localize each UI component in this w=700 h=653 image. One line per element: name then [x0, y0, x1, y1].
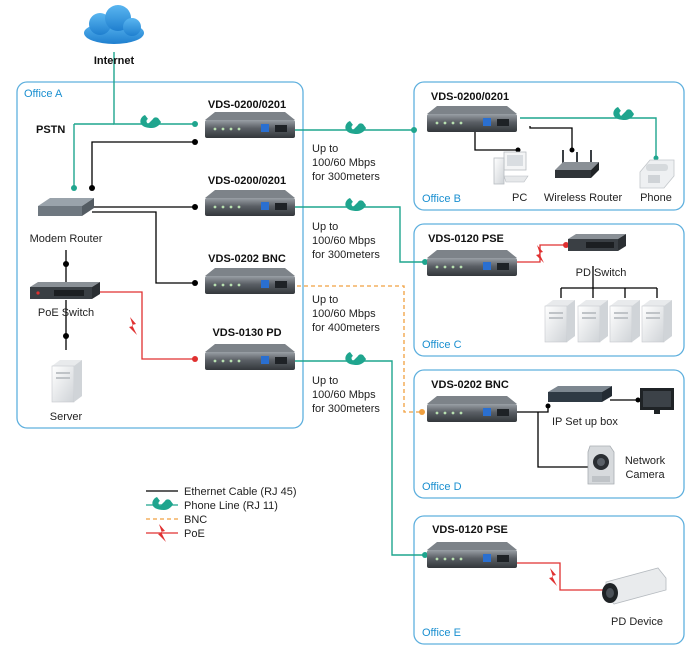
- svg-text:PoE: PoE: [184, 528, 205, 540]
- vds-0200-device-icon: [427, 106, 517, 132]
- legend: Ethernet Cable (RJ 45) Phone Line (RJ 11…: [146, 486, 297, 542]
- svg-text:100/60 Mbps: 100/60 Mbps: [312, 389, 376, 401]
- network-camera-label-2: Camera: [625, 469, 665, 481]
- pc-icon: [493, 151, 529, 185]
- vds-a4-label: VDS-0130 PD: [212, 327, 281, 339]
- vds-e-label: VDS-0120 PSE: [432, 524, 508, 536]
- legend-item-poe: PoE: [146, 524, 205, 542]
- svg-text:100/60 Mbps: 100/60 Mbps: [312, 308, 376, 320]
- legend-item-phone: Phone Line (RJ 11): [146, 497, 278, 512]
- network-camera-icon: [587, 445, 615, 485]
- svg-text:for 300meters: for 300meters: [312, 249, 380, 261]
- server-icon: [51, 359, 83, 403]
- wireless-router-label: Wireless Router: [544, 192, 623, 204]
- pd-switch-label: PD Switch: [576, 267, 627, 279]
- link-label-3: Up to 100/60 Mbps for 400meters: [312, 294, 380, 334]
- phone-handset-icon: [345, 121, 366, 134]
- vds-b-label: VDS-0200/0201: [431, 91, 509, 103]
- office-d-box: [413, 369, 685, 499]
- office-e-label: Office E: [422, 627, 461, 639]
- ip-settop-box-icon: [548, 386, 612, 402]
- tv-monitor-icon: [640, 388, 674, 414]
- pd-device-icon: [641, 299, 673, 343]
- pd-camera-device-icon: [602, 567, 667, 605]
- internet-cloud-icon: [84, 5, 144, 44]
- vds-d-label: VDS-0202 BNC: [431, 379, 509, 391]
- svg-text:Up to: Up to: [312, 143, 338, 155]
- poe-bolt-icon: [129, 317, 137, 335]
- pstn-label: PSTN: [36, 124, 65, 136]
- poe-switch-label: PoE Switch: [38, 307, 94, 319]
- office-d-label: Office D: [422, 481, 462, 493]
- vds-0130-pd-device-icon: [205, 344, 295, 370]
- vds-0120-pse-device-icon: [427, 250, 517, 276]
- modem-router-label: Modem Router: [30, 233, 103, 245]
- vds-0202-bnc-device-icon: [205, 268, 295, 294]
- svg-text:Ethernet Cable (RJ 45): Ethernet Cable (RJ 45): [184, 486, 297, 498]
- vds-a3-label: VDS-0202 BNC: [208, 253, 286, 265]
- vds-0120-pse-device-icon: [427, 542, 517, 568]
- ethernet-lines: [65, 126, 658, 468]
- vds-0200-device-icon: [205, 112, 295, 138]
- svg-text:Up to: Up to: [312, 221, 338, 233]
- vds-0202-bnc-device-icon: [427, 396, 517, 422]
- office-c-box: [413, 223, 685, 357]
- modem-router-icon: [38, 198, 94, 216]
- svg-text:for 400meters: for 400meters: [312, 322, 380, 334]
- office-c-label: Office C: [422, 339, 462, 351]
- pc-label: PC: [512, 192, 527, 204]
- ip-settop-label: IP Set up box: [552, 416, 618, 428]
- link-label-2: Up to 100/60 Mbps for 300meters: [312, 221, 380, 261]
- office-a-box: [16, 81, 304, 429]
- legend-item-ethernet: Ethernet Cable (RJ 45): [146, 486, 297, 498]
- phone-device-icon: [639, 159, 675, 189]
- vds-0200-device-icon: [205, 190, 295, 216]
- svg-text:for 300meters: for 300meters: [312, 171, 380, 183]
- connection-dots: [63, 121, 659, 558]
- poe-bolt-icon: [549, 568, 557, 586]
- pd-switch-icon: [568, 234, 626, 251]
- office-e-box: [413, 515, 685, 645]
- poe-switch-icon: [30, 282, 100, 299]
- wireless-router-icon: [555, 150, 599, 178]
- pd-device-icon: [577, 299, 609, 343]
- office-b-box: [413, 81, 685, 211]
- pd-device-icon: [544, 299, 576, 343]
- office-a-label: Office A: [24, 88, 63, 100]
- svg-text:100/60 Mbps: 100/60 Mbps: [312, 235, 376, 247]
- link-label-4: Up to 100/60 Mbps for 300meters: [312, 375, 380, 415]
- legend-item-bnc: BNC: [146, 514, 207, 526]
- svg-text:100/60 Mbps: 100/60 Mbps: [312, 157, 376, 169]
- svg-text:for 300meters: for 300meters: [312, 403, 380, 415]
- svg-text:BNC: BNC: [184, 514, 207, 526]
- phone-handset-icon: [345, 352, 366, 365]
- pd-device-icon: [609, 299, 641, 343]
- server-label: Server: [50, 411, 83, 423]
- svg-text:Phone Line (RJ 11): Phone Line (RJ 11): [184, 500, 278, 512]
- phone-handset-icon: [140, 115, 161, 128]
- internet-label: Internet: [94, 55, 135, 67]
- bnc-line: [290, 285, 422, 413]
- pd-device-label: PD Device: [611, 616, 663, 628]
- link-label-1: Up to 100/60 Mbps for 300meters: [312, 143, 380, 183]
- svg-text:Up to: Up to: [312, 375, 338, 387]
- phone-handset-icon: [345, 198, 366, 211]
- phone-label: Phone: [640, 192, 672, 204]
- vds-a1-label: VDS-0200/0201: [208, 99, 286, 111]
- network-camera-label-1: Network: [625, 455, 666, 467]
- vds-c-label: VDS-0120 PSE: [428, 233, 504, 245]
- vds-a2-label: VDS-0200/0201: [208, 175, 286, 187]
- office-b-label: Office B: [422, 193, 461, 205]
- poe-lines: [100, 244, 606, 591]
- svg-text:Up to: Up to: [312, 294, 338, 306]
